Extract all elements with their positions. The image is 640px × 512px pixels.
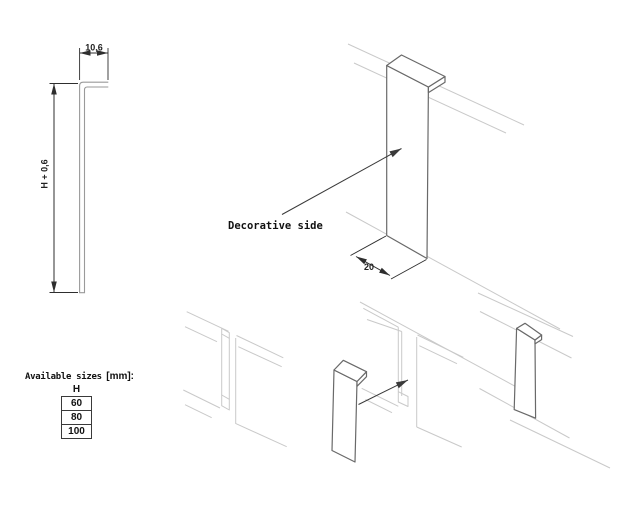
insert-direction-arrow [358,379,409,405]
joint-hook [397,391,409,407]
caption-unit: [mm]: [106,371,135,382]
depth-dimension: 20 [350,235,427,280]
cover-strip-detached [331,359,368,463]
step1-view [183,311,287,448]
height-dimension-label: H + 0,6 [40,159,50,188]
depth-dimension-label: 20 [364,262,374,272]
bottom-hook [221,394,230,411]
size-row-80: 80 [62,410,91,424]
profile-top-flange [386,54,446,88]
size-row-100: 100 [62,424,91,438]
board-edge-lines-small [477,292,611,469]
cover-profile-iso [386,54,446,260]
available-sizes-caption: Available sizes [mm]: [25,366,134,384]
sizes-table: H 60 80 100 [61,383,92,439]
isometric-main-view: 20 Decorative side [228,43,561,391]
profile-section-outline [79,81,109,294]
top-hook [221,327,230,339]
sizes-table-header: H [72,384,81,395]
step3-view [477,292,611,469]
caption-text: Available sizes [25,372,102,382]
profile-front-face [386,64,429,260]
width-dimension-label: 10,6 [85,43,103,53]
cover-strip-installed [513,322,543,419]
width-dimension: 10,6 [79,43,109,80]
decorative-side-callout: Decorative side [228,148,402,232]
sizes-table-box: 60 80 100 [61,396,92,439]
leader-arrow [281,148,402,215]
cross-section-view: 10,6 H + 0,6 [40,43,109,294]
decorative-side-label: Decorative side [228,220,323,232]
height-dimension: H + 0,6 [40,83,78,293]
step2-view [331,307,464,463]
panel-joint-light [361,307,464,448]
size-row-60: 60 [70,398,83,409]
